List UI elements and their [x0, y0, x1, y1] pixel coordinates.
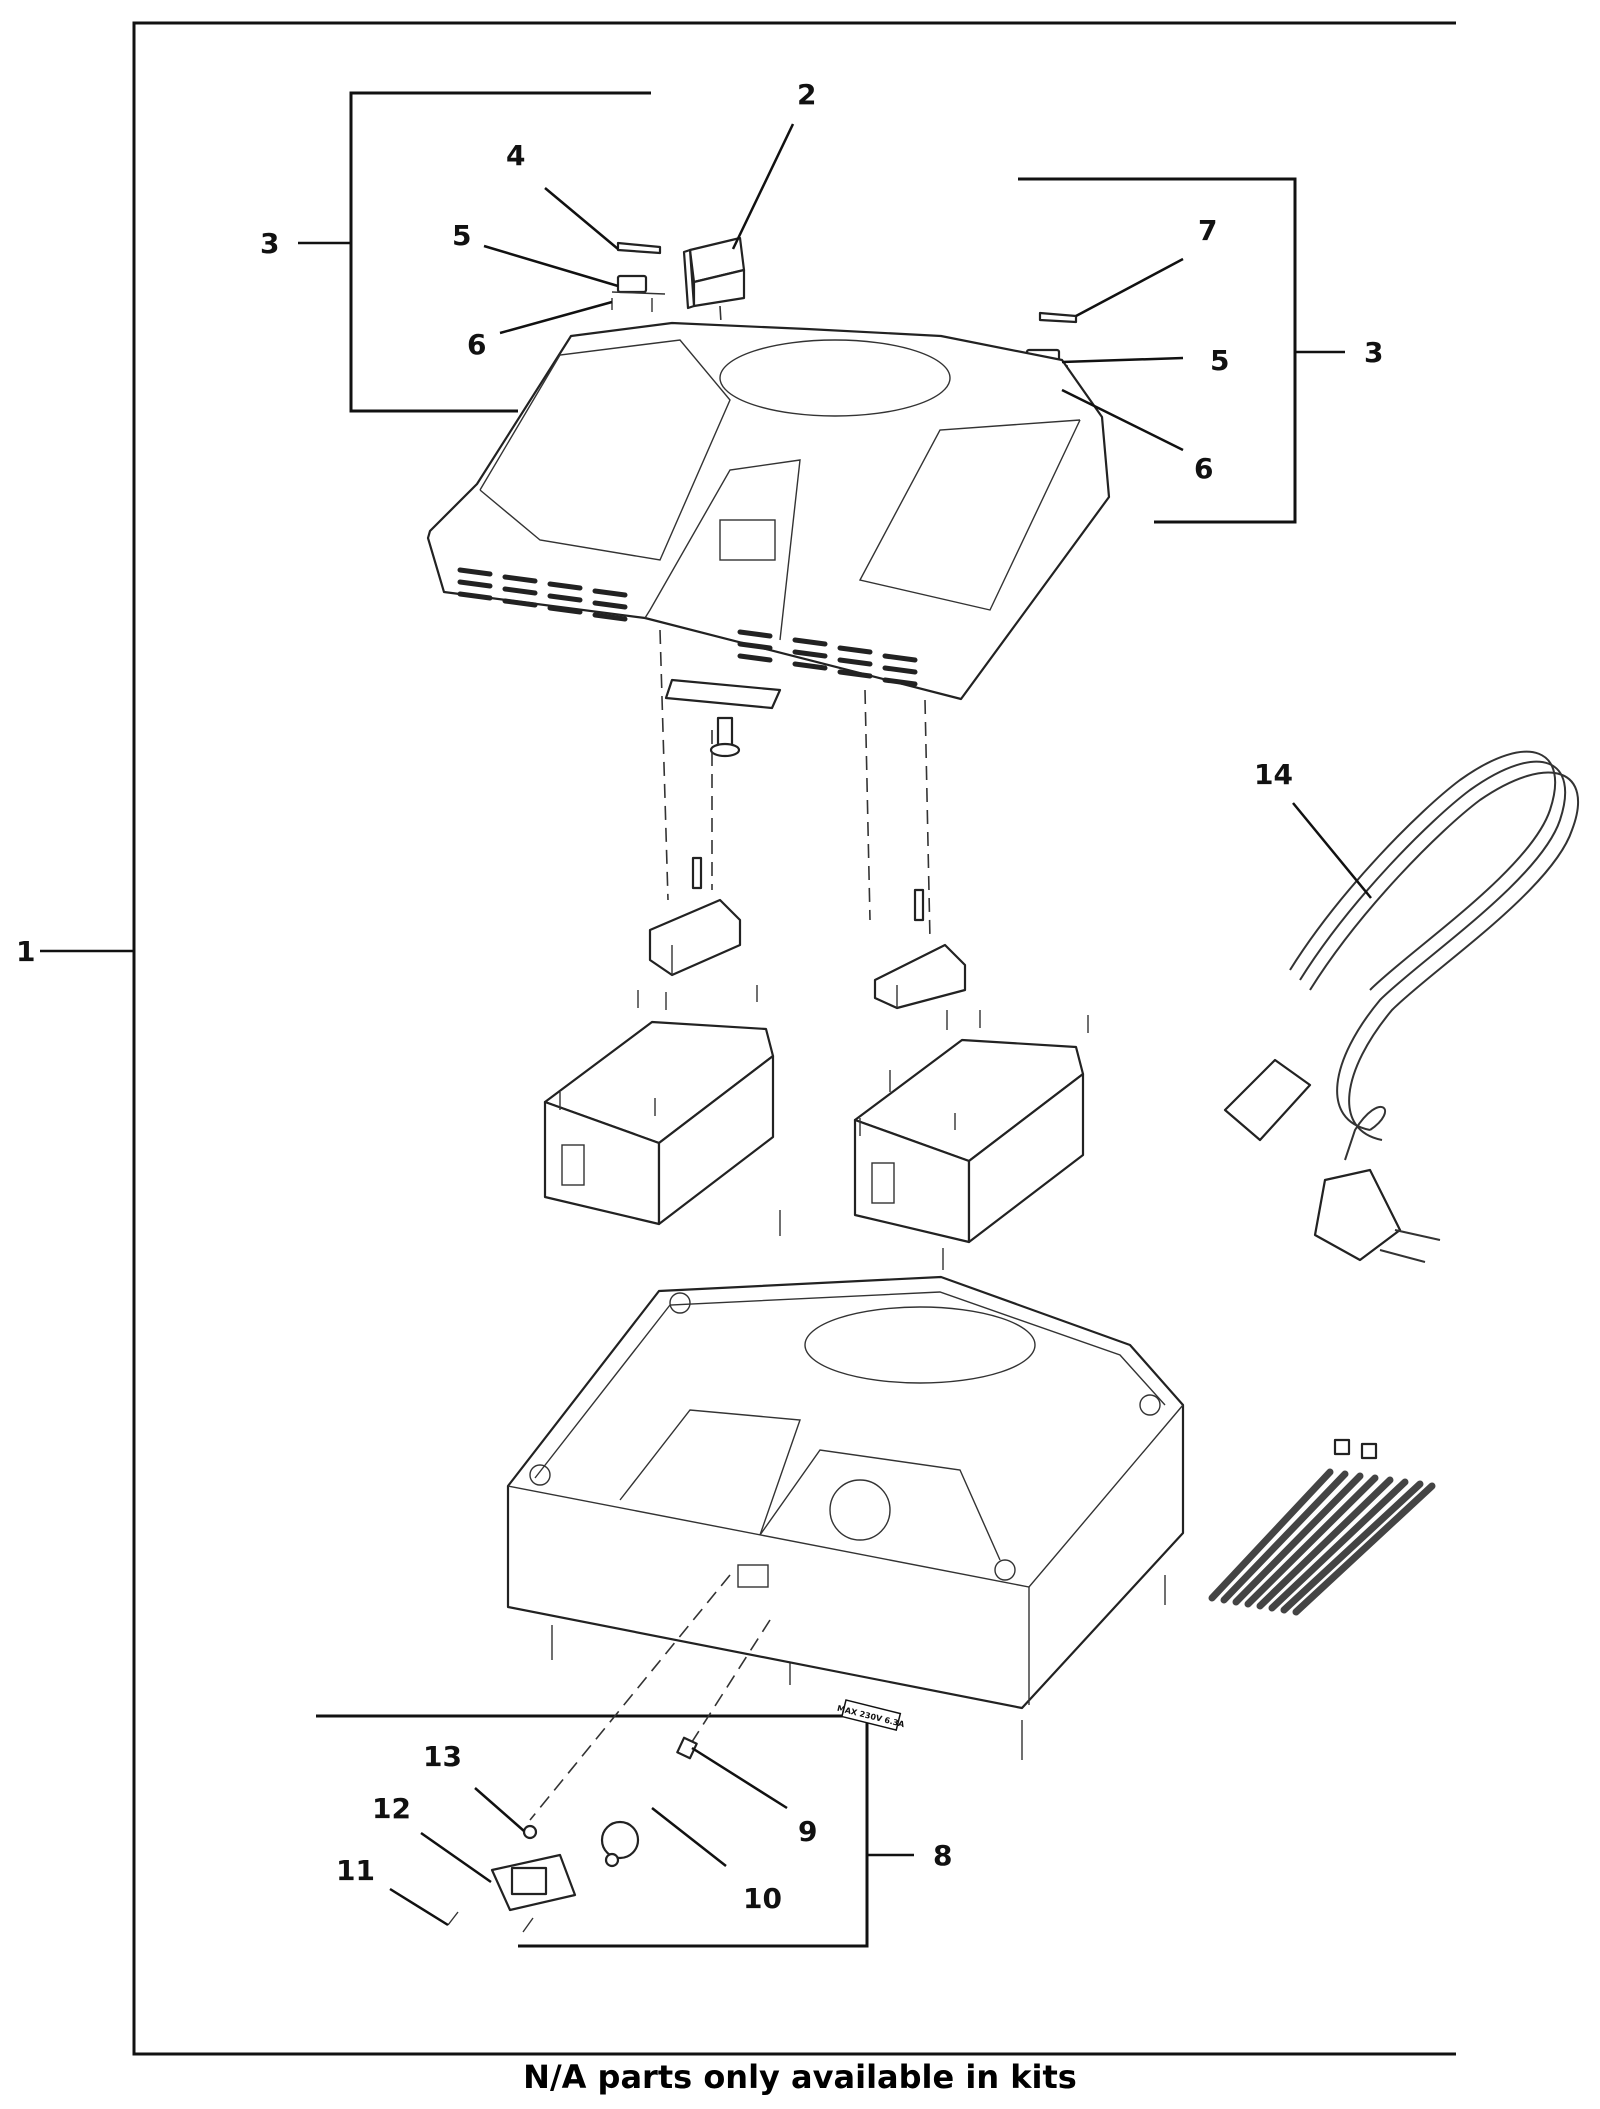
callout-6-left: 6 — [467, 328, 486, 361]
rating-plate: MAX 230V 6.3A — [836, 1699, 906, 1731]
kit-bracket-8 — [316, 1714, 914, 1948]
callout-9: 9 — [798, 1815, 817, 1848]
transformer-box-right — [853, 1038, 1085, 1244]
callout-2: 2 — [797, 78, 816, 111]
kit-bracket-3-right — [1018, 177, 1345, 524]
top-cover — [426, 321, 1111, 701]
callout-12: 12 — [372, 1792, 411, 1825]
terminal-block-left — [648, 856, 742, 977]
footer-note: N/A parts only available in kits — [523, 2058, 1077, 2096]
terminal-block-right — [873, 888, 967, 1010]
callout-10: 10 — [743, 1882, 782, 1915]
power-inlet-parts — [447, 1736, 698, 1933]
kit-bracket-3-left — [298, 91, 651, 413]
callout-1: 1 — [16, 935, 35, 968]
callout-7: 7 — [1198, 214, 1217, 247]
callout-5-right: 5 — [1210, 344, 1229, 377]
callout-5-left: 5 — [452, 219, 471, 252]
callout-3-left: 3 — [260, 227, 279, 260]
heater-rods — [1208, 1468, 1436, 1616]
vent-slots — [457, 567, 918, 687]
callout-6-right: 6 — [1194, 452, 1213, 485]
rocker-switch — [682, 236, 746, 310]
callout-13: 13 — [423, 1740, 462, 1773]
lower-housing: MAX 230V 6.3A — [506, 1275, 1185, 1731]
callout-8: 8 — [933, 1839, 952, 1872]
power-cord — [1223, 750, 1579, 1263]
assembly-bracket-1 — [40, 21, 1456, 2056]
callout-11: 11 — [336, 1854, 375, 1887]
callout-labels: 1 2 3 3 4 5 5 6 6 7 8 9 10 11 12 13 14 — [16, 78, 1383, 1915]
callout-14: 14 — [1254, 758, 1293, 791]
transformer-box-left — [543, 1020, 775, 1226]
leader-lines — [389, 123, 1372, 1927]
callout-4: 4 — [506, 139, 525, 172]
rod-clips — [1333, 1438, 1378, 1460]
callout-3-right: 3 — [1364, 336, 1383, 369]
mounting-plate — [664, 678, 782, 758]
